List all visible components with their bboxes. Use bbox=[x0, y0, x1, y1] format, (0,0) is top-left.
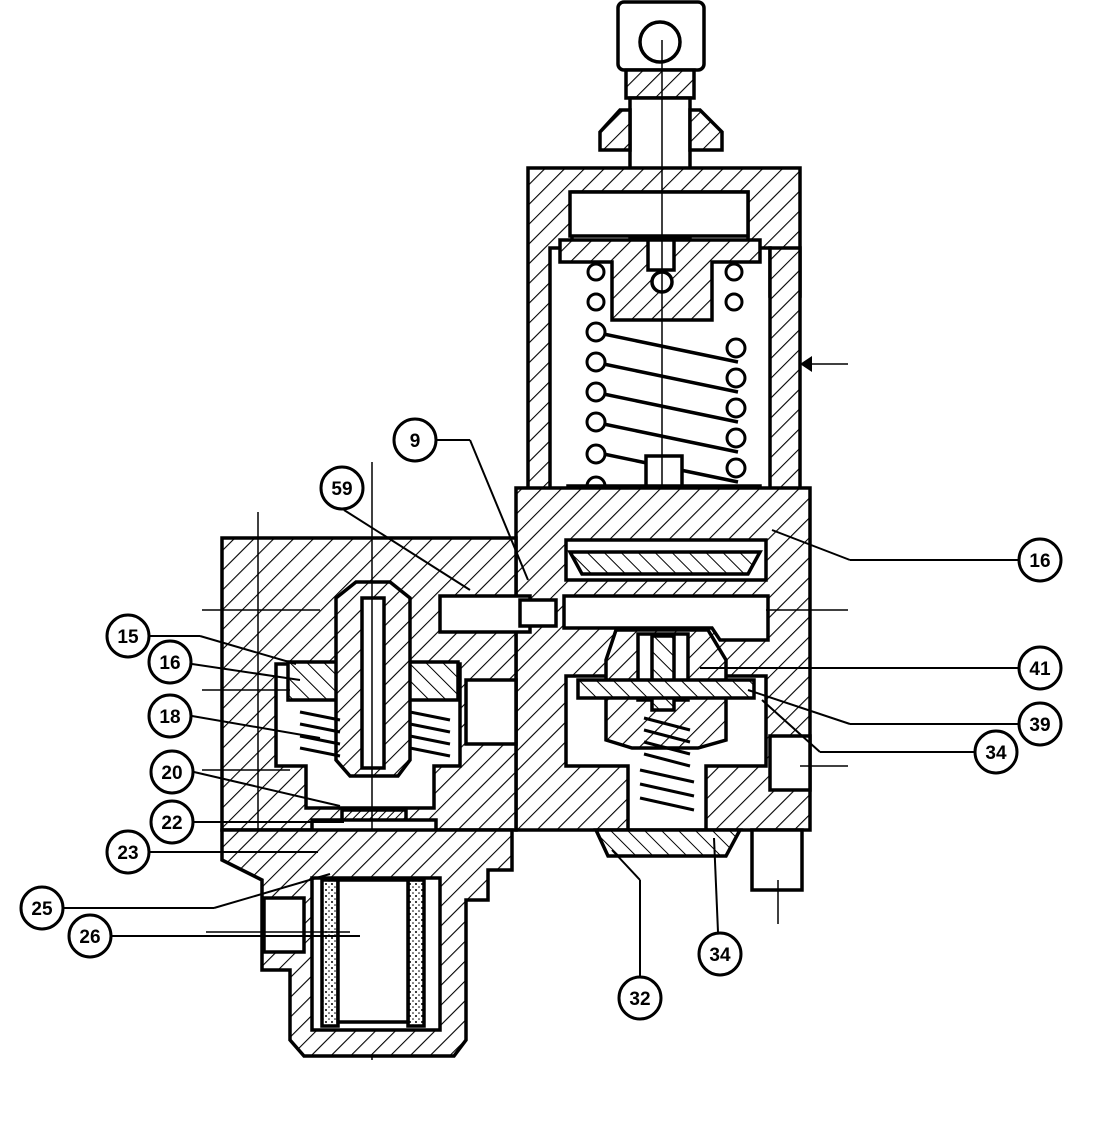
callout-41: 41 bbox=[1017, 645, 1063, 691]
bottom-plug bbox=[593, 828, 743, 858]
callout-16-right-label: 16 bbox=[1029, 551, 1050, 572]
callout-20: 20 bbox=[149, 749, 195, 795]
lock-nut-right bbox=[688, 108, 724, 152]
callout-9: 9 bbox=[392, 417, 438, 463]
callout-59-label: 59 bbox=[331, 479, 352, 500]
callout-39: 39 bbox=[1017, 701, 1063, 747]
mount-bolt bbox=[750, 828, 804, 892]
callout-34-bottom-label: 34 bbox=[709, 945, 731, 966]
flow-passage bbox=[562, 594, 770, 642]
callout-16-left-label: 16 bbox=[159, 653, 180, 674]
side-bore bbox=[464, 678, 518, 746]
callout-23-label: 23 bbox=[117, 843, 138, 864]
callout-16-right: 16 bbox=[1017, 537, 1063, 583]
callout-20-label: 20 bbox=[161, 763, 182, 784]
callout-32: 32 bbox=[617, 975, 663, 1021]
callouts: 9 59 15 16 18 20 bbox=[19, 417, 1063, 1021]
return-spring bbox=[639, 716, 695, 812]
callout-15-label: 15 bbox=[117, 627, 139, 648]
callout-18-label: 18 bbox=[159, 707, 180, 728]
pilot-spring bbox=[299, 710, 451, 758]
side-port-right bbox=[768, 734, 812, 792]
callout-16-left: 16 bbox=[147, 639, 193, 685]
callout-22-label: 22 bbox=[161, 813, 182, 834]
connecting-bore bbox=[438, 594, 532, 634]
adjusting-nut-neck bbox=[624, 68, 696, 100]
indicator-arrow bbox=[800, 356, 812, 372]
callout-22: 22 bbox=[149, 799, 195, 845]
callout-32-label: 32 bbox=[629, 989, 650, 1010]
spring-coils bbox=[585, 262, 747, 507]
lock-nut bbox=[598, 108, 632, 152]
callout-26-label: 26 bbox=[79, 927, 100, 948]
callout-15: 15 bbox=[105, 613, 151, 659]
filter-element-right bbox=[406, 878, 426, 1028]
housing-wall-right bbox=[768, 246, 802, 492]
nut-hole bbox=[638, 20, 682, 64]
callout-23: 23 bbox=[105, 829, 151, 875]
piston-bore bbox=[360, 596, 386, 770]
callout-39-label: 39 bbox=[1029, 715, 1050, 736]
callout-26: 26 bbox=[67, 913, 113, 959]
spring-plate-pin bbox=[646, 238, 676, 272]
callout-25-label: 25 bbox=[31, 899, 53, 920]
filter-tube bbox=[336, 878, 410, 1024]
diaphragm-plate bbox=[567, 550, 763, 576]
callout-18: 18 bbox=[147, 693, 193, 739]
filter-housing bbox=[206, 828, 514, 1058]
callout-9-label: 9 bbox=[410, 431, 421, 452]
callout-34-right: 34 bbox=[973, 729, 1019, 775]
filter-element-left bbox=[320, 878, 340, 1028]
cap-inner-ring bbox=[568, 190, 750, 238]
pilot-body bbox=[202, 462, 558, 1060]
callout-34-right-label: 34 bbox=[985, 743, 1007, 764]
filter-port bbox=[262, 896, 306, 954]
seat-disc bbox=[576, 678, 756, 700]
callout-41-label: 41 bbox=[1029, 659, 1051, 680]
callout-25: 25 bbox=[19, 885, 65, 931]
callout-59: 59 bbox=[319, 465, 365, 511]
main-body bbox=[514, 486, 848, 924]
callout-34-bottom: 34 bbox=[697, 931, 743, 977]
bore-nipple bbox=[518, 598, 558, 628]
